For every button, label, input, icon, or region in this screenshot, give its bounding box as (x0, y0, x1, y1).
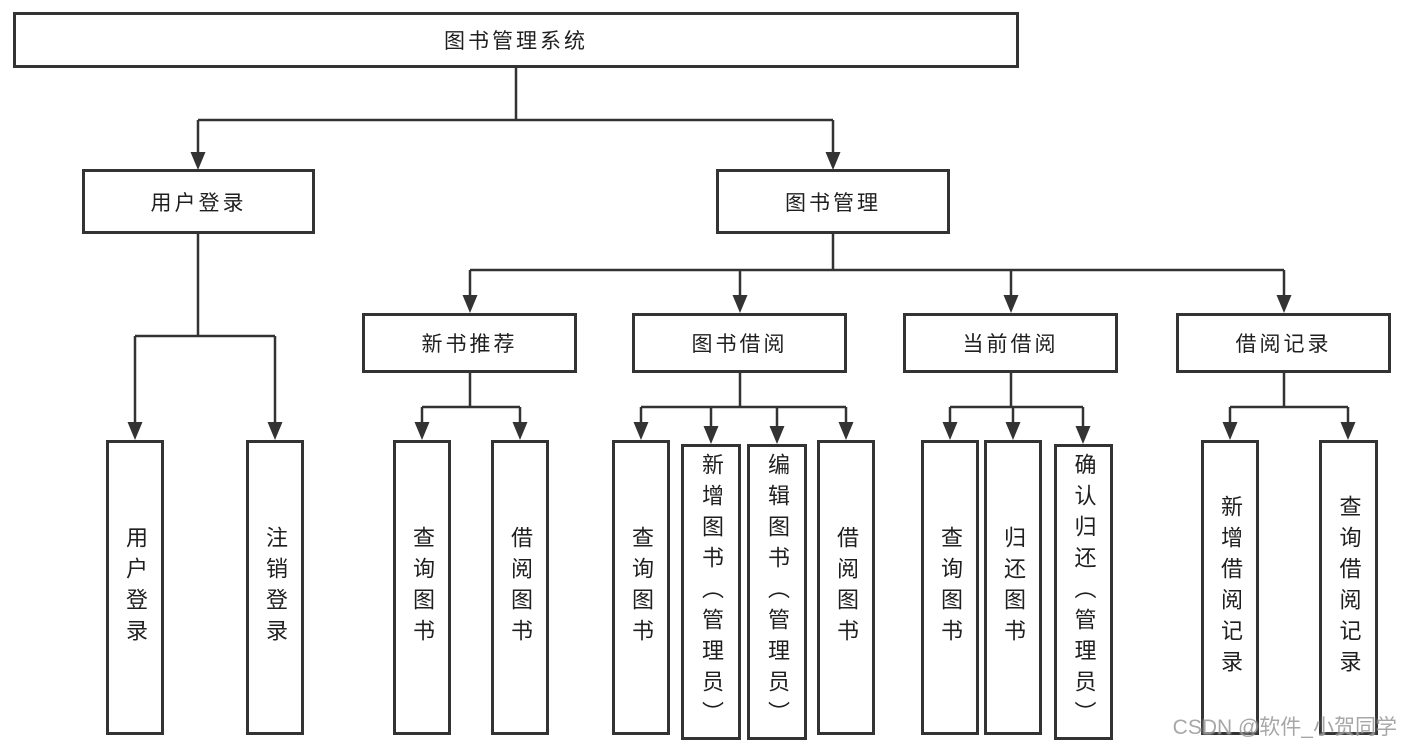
node-current-borrowing: 当前借阅 (903, 313, 1118, 373)
node-library-management-system: 图书管理系统 (13, 12, 1019, 68)
node-query-books-current: 查询图书 (921, 440, 979, 735)
node-borrow-books-recommend: 借阅图书 (491, 440, 549, 735)
node-book-borrowing: 图书借阅 (632, 313, 847, 373)
node-query-books-borrowing: 查询图书 (612, 440, 670, 735)
node-book-management: 图书管理 (716, 169, 950, 234)
node-query-books-recommend: 查询图书 (393, 440, 451, 735)
node-add-book-admin: 新增图书（管理员） (681, 444, 741, 740)
node-confirm-return-admin: 确认归还（管理员） (1054, 444, 1113, 740)
node-borrowing-records: 借阅记录 (1176, 313, 1391, 373)
node-return-books: 归还图书 (984, 440, 1042, 735)
node-user-login: 用户登录 (82, 169, 315, 234)
node-borrow-books-borrowing: 借阅图书 (817, 440, 875, 735)
node-query-borrowing-record: 查询借阅记录 (1319, 440, 1378, 735)
node-logout-leaf: 注销登录 (246, 440, 304, 735)
node-user-login-leaf: 用户登录 (106, 440, 164, 735)
node-edit-book-admin: 编辑图书（管理员） (747, 444, 807, 740)
node-add-borrowing-record: 新增借阅记录 (1201, 440, 1259, 735)
node-new-book-recommendation: 新书推荐 (362, 313, 577, 373)
watermark: CSDN @软件_小贺同学 (1172, 716, 1397, 739)
